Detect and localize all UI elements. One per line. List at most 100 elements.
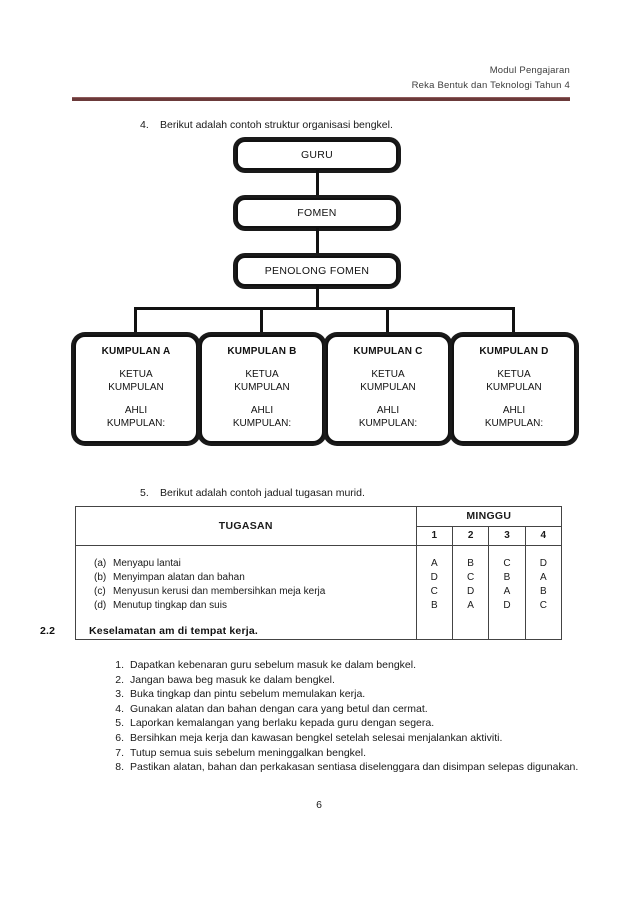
kumpulan-a-role2-line1: AHLI xyxy=(124,405,148,416)
kumpulan-c-role1-line1: KETUA xyxy=(371,369,405,380)
safety-rule-2: 2.Jangan bawa beg masuk ke dalam bengkel… xyxy=(104,673,604,688)
org-box-penolong-fomen-label: PENOLONG FOMEN xyxy=(264,265,370,277)
table-row-a: (a)Menyapu lantai xyxy=(94,557,416,571)
week3-row-d: D xyxy=(503,600,511,611)
kumpulan-a-role2-line2: KUMPULAN: xyxy=(106,418,166,429)
item-5-number: 5. xyxy=(140,487,149,499)
safety-rule-1: 1. Dapatkan kebenaran guru sebelum masuk … xyxy=(104,658,604,673)
kumpulan-d-role2-line2: KUMPULAN: xyxy=(484,418,544,429)
connector-fomen-to-penolong xyxy=(316,228,319,256)
kumpulan-d-role1-line2: KUMPULAN xyxy=(486,382,542,393)
table-cell-week-4: D A B C xyxy=(524,545,563,640)
safety-rule-6-text: Bersihkan meja kerja dan kawasan bengkel… xyxy=(130,731,503,744)
week3-row-c: A xyxy=(503,586,511,597)
kumpulan-b-role1-line1: KETUA xyxy=(245,369,279,380)
table-header-minggu: MINGGU xyxy=(415,506,563,527)
table-cell-week-2: B C D A xyxy=(451,545,490,640)
kumpulan-a-role1-line2: KUMPULAN xyxy=(108,382,164,393)
safety-rule-6-number: 6. xyxy=(115,731,124,744)
connector-penolong-to-bus xyxy=(316,286,319,309)
week2-row-c: D xyxy=(467,586,475,597)
table-header-tugasan: TUGASAN xyxy=(75,506,417,546)
kumpulan-d-role2-line1: AHLI xyxy=(502,405,526,416)
connector-horizontal-bus xyxy=(135,307,514,310)
kumpulan-d-title: KUMPULAN D xyxy=(479,346,549,357)
kumpulan-c-role1-line2: KUMPULAN xyxy=(360,382,416,393)
table-row-b-task: Menyimpan alatan dan bahan xyxy=(113,572,245,583)
table-row-a-task: Menyapu lantai xyxy=(113,558,181,569)
kumpulan-b-role2-line1: AHLI xyxy=(250,405,274,416)
kumpulan-c-title: KUMPULAN C xyxy=(353,346,423,357)
safety-rule-7: 7. Tutup semua suis sebelum meninggalkan … xyxy=(104,746,604,761)
safety-rule-1-number: 1. xyxy=(115,659,124,671)
table-header-week-4: 4 xyxy=(524,525,563,546)
connector-drop-kumpulan-b xyxy=(260,307,263,335)
safety-rule-8: 8. Pastikan alatan, bahan dan perkakasan … xyxy=(104,760,604,775)
week4-row-c: B xyxy=(539,586,547,597)
safety-rule-8-number: 8. xyxy=(115,761,124,774)
week1-row-a: A xyxy=(430,558,438,569)
header-divider-rule xyxy=(72,97,570,101)
safety-rule-4-text: Gunakan alatan dan bahan dengan cara yan… xyxy=(130,702,428,715)
week4-row-a: D xyxy=(539,558,547,569)
kumpulan-a-title: KUMPULAN A xyxy=(101,346,171,357)
week4-row-b: A xyxy=(539,572,547,583)
safety-rule-7-text: Tutup semua suis sebelum meninggalkan be… xyxy=(130,746,366,759)
week1-row-b: D xyxy=(430,572,438,583)
org-box-penolong-fomen: PENOLONG FOMEN xyxy=(236,256,398,286)
org-box-guru-label: GURU xyxy=(300,149,334,161)
table-body-row: (a)Menyapu lantai (b) Menyimpan alatan da… xyxy=(75,545,563,640)
kumpulan-b-role2: AHLI KUMPULAN: xyxy=(202,404,322,430)
table-row-b-tag: (b) xyxy=(94,572,107,583)
page-number: 6 xyxy=(316,799,322,811)
connector-drop-kumpulan-c xyxy=(386,307,389,335)
safety-rule-3: 3.Buka tingkap dan pintu sebelum memulak… xyxy=(104,687,604,702)
org-box-fomen-label: FOMEN xyxy=(297,207,337,219)
org-box-guru: GURU xyxy=(236,140,398,170)
safety-rule-4-number: 4. xyxy=(115,702,124,715)
org-box-kumpulan-c: KUMPULAN C KETUA KUMPULAN AHLI KUMPULAN: xyxy=(326,335,450,443)
kumpulan-a-role1: KETUA KUMPULAN xyxy=(76,368,196,394)
numbered-item-4: 4. Berikut adalah contoh struktur organis… xyxy=(140,118,393,132)
table-row-d-tag: (d) xyxy=(94,600,107,611)
safety-rule-7-number: 7. xyxy=(115,746,124,759)
week2-row-b: C xyxy=(467,572,475,583)
week4-row-d: C xyxy=(539,600,547,611)
table-cell-week-3: C B A D xyxy=(488,545,526,640)
connector-guru-to-fomen xyxy=(316,170,319,198)
table-row-c-tag: (c) xyxy=(94,586,106,597)
safety-rule-4: 4. Gunakan alatan dan bahan dengan cara y… xyxy=(104,702,604,717)
safety-rules-list: 1. Dapatkan kebenaran guru sebelum masuk … xyxy=(104,658,604,775)
item-4-text: Berikut adalah contoh struktur organisas… xyxy=(160,119,393,131)
kumpulan-d-role2: AHLI KUMPULAN: xyxy=(454,404,574,430)
week2-row-d: A xyxy=(467,600,474,611)
header-line-title: Modul Pengajaran xyxy=(489,65,570,76)
safety-rule-5: 5.Laporkan kemalangan yang berlaku kepad… xyxy=(104,716,604,731)
table-header-week-2: 2 xyxy=(451,525,490,546)
kumpulan-c-role2-line1: AHLI xyxy=(376,405,400,416)
kumpulan-b-role1-line2: KUMPULAN xyxy=(234,382,290,393)
section-2-2-number: 2.2 xyxy=(40,625,56,637)
item-4-number: 4. xyxy=(140,119,149,131)
org-box-fomen: FOMEN xyxy=(236,198,398,228)
table-header-row-2: 1 2 3 4 xyxy=(76,525,563,546)
safety-rule-2-text: Jangan bawa beg masuk ke dalam bengkel. xyxy=(130,673,335,686)
org-box-kumpulan-d: KUMPULAN D KETUA KUMPULAN AHLI KUMPULAN: xyxy=(452,335,576,443)
table-row-c-task: Menyusun kerusi dan membersihkan meja ke… xyxy=(113,586,326,597)
safety-rule-1-text: Dapatkan kebenaran guru sebelum masuk ke… xyxy=(130,659,417,671)
table-header-week-1: 1 xyxy=(415,525,453,546)
safety-rule-5-number: 5. xyxy=(115,717,124,730)
kumpulan-a-role2: AHLI KUMPULAN: xyxy=(76,404,196,430)
kumpulan-c-role2-line2: KUMPULAN: xyxy=(358,418,418,429)
kumpulan-b-title: KUMPULAN B xyxy=(227,346,297,357)
section-2-2-title: Keselamatan am di tempat kerja. xyxy=(89,625,259,637)
safety-rule-8-text: Pastikan alatan, bahan dan perkakasan se… xyxy=(130,761,579,774)
table-row-c: (c) Menyusun kerusi dan membersihkan meja… xyxy=(94,585,416,599)
tugasan-schedule-table: TUGASAN MINGGU 1 2 3 4 (a)Menyapu lantai… xyxy=(75,506,563,640)
kumpulan-b-role1: KETUA KUMPULAN xyxy=(202,368,322,394)
kumpulan-d-role1-line1: KETUA xyxy=(497,369,531,380)
week3-row-b: B xyxy=(503,572,511,583)
table-header-row-1: TUGASAN MINGGU xyxy=(75,506,563,546)
connector-drop-kumpulan-d xyxy=(512,307,515,335)
kumpulan-c-role1: KETUA KUMPULAN xyxy=(328,368,448,394)
